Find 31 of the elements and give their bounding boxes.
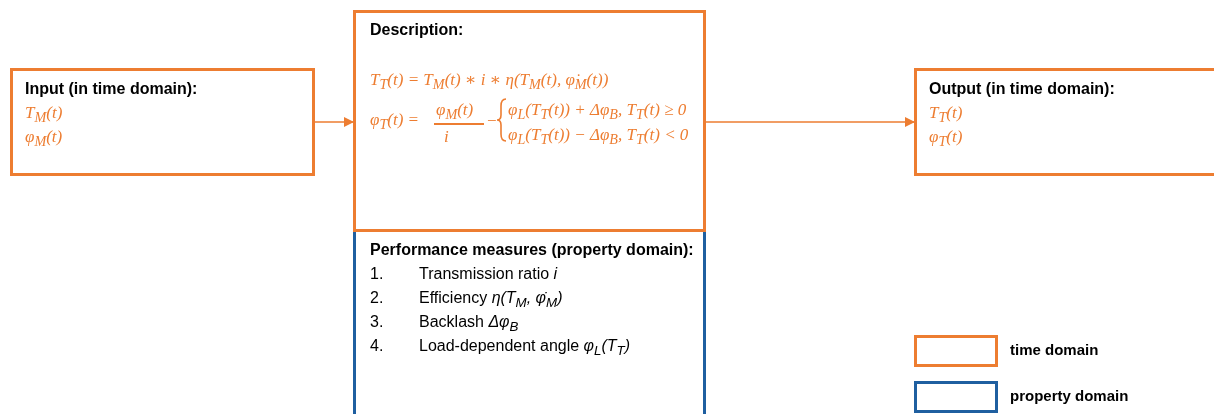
list-number: 2. <box>370 289 384 308</box>
legend-label: property domain <box>1010 387 1129 405</box>
performance-box <box>353 232 706 414</box>
list-number: 3. <box>370 313 384 332</box>
arrow <box>314 117 354 127</box>
list-number: 4. <box>370 337 384 356</box>
formula: φ$_{M}$(t) <box>436 100 474 123</box>
box-heading: Performance measures (property domain): <box>370 241 694 260</box>
box-heading: Description: <box>370 21 464 40</box>
description-box <box>353 10 706 232</box>
formula: φ$_{M}$(t) <box>25 127 63 150</box>
list-item: Efficiency η(T$_{M}$, φ̇$_{M}$) <box>419 289 563 311</box>
formula: φ$_{L}$(T$_{T}$(t)) + Δφ$_{B}$, T$_{T}$(t) ≥ 0 <box>508 100 687 123</box>
formula: T$_{T}$(t) <box>929 103 963 126</box>
input-box <box>10 68 315 176</box>
formula: i <box>444 127 449 147</box>
list-item: Load-dependent angle φ$_{L}$(T$_{T}$) <box>419 337 631 359</box>
list-item: Transmission ratio i <box>419 265 558 284</box>
box-heading: Output (in time domain): <box>929 80 1115 99</box>
formula: φ$_{T}$(t) = <box>370 110 420 133</box>
output-box <box>914 68 1214 176</box>
legend-label: time domain <box>1010 341 1099 359</box>
formula: φ$_{L}$(T$_{T}$(t)) − Δφ$_{B}$, T$_{T}$(t) < 0 <box>508 125 689 148</box>
list-number: 1. <box>370 265 384 284</box>
formula: T$_{T}$(t) = T$_{M}$(t) ∗ i ∗ η(T$_{M}$(t), φ̇$_{M}$(t)) <box>370 70 609 93</box>
box-heading: Input (in time domain): <box>25 80 198 99</box>
formula: T$_{M}$(t) <box>25 103 63 126</box>
arrow <box>705 117 915 127</box>
list-item: Backlash Δφ$_{B}$ <box>419 313 519 335</box>
formula: φ$_{T}$(t) <box>929 127 963 150</box>
formula: − <box>486 111 498 131</box>
